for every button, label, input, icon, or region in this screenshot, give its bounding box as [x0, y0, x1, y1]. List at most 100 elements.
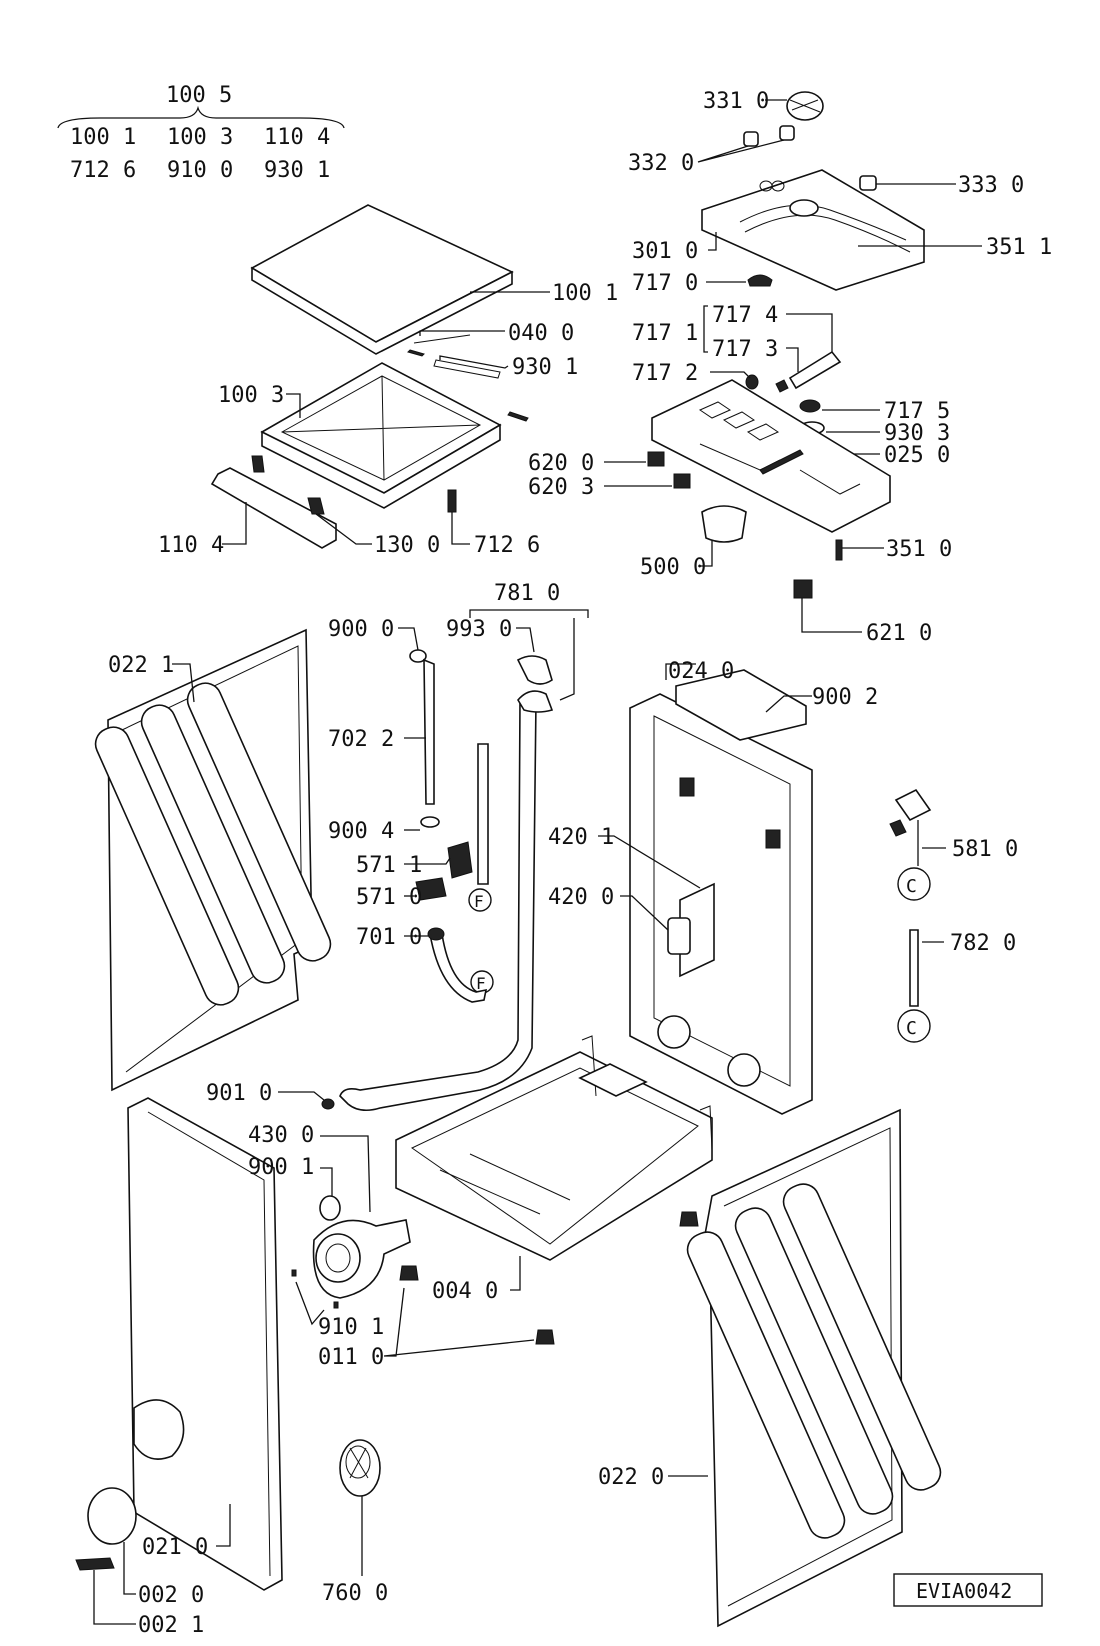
- top-frame-edge: [261, 423, 501, 509]
- push-button-a: [743, 131, 759, 147]
- panel-rib-e: [734, 1207, 894, 1515]
- label-7170: 717 0: [632, 271, 698, 296]
- label-0110: 011 0: [318, 1345, 384, 1370]
- label-7810: 781 0: [494, 581, 560, 606]
- latch-part: [447, 489, 457, 513]
- label-6203: 620 3: [528, 475, 594, 500]
- front-strip-part: [210, 467, 337, 549]
- drain-hose-7810: [339, 699, 537, 1112]
- part-7172: [745, 374, 759, 390]
- label-1005: 100 5: [166, 83, 232, 108]
- connector-6203: [673, 473, 691, 489]
- label-7010: 701 0: [356, 925, 422, 950]
- push-button-c: [859, 175, 877, 191]
- power-plug-5810: [894, 788, 932, 822]
- connector-f-upper-text: F: [474, 892, 484, 911]
- label-1104: 110 4: [158, 533, 224, 558]
- label-1003-kit: 100 3: [167, 125, 233, 150]
- foot-a: [399, 1265, 419, 1281]
- diagram-code-box: [893, 1573, 1043, 1607]
- label-0221: 022 1: [108, 653, 174, 678]
- label-1001-kit: 100 1: [70, 125, 136, 150]
- label-3010: 301 0: [632, 239, 698, 264]
- push-button-b: [779, 125, 795, 141]
- label-3510: 351 0: [886, 537, 952, 562]
- label-0250: 025 0: [884, 443, 950, 468]
- connector-c-upper-text: C: [906, 876, 917, 897]
- label-7600: 760 0: [322, 1581, 388, 1606]
- label-7820: 782 0: [950, 931, 1016, 956]
- connector-6210: [793, 579, 813, 599]
- front-panel-assembly: 021 0 002 0 002 1: [75, 1097, 283, 1638]
- label-0040: 004 0: [432, 1279, 498, 1304]
- clip-0021: [75, 1557, 115, 1571]
- diagram-code-badge: EVIA0042: [893, 1573, 1043, 1607]
- label-3330: 333 0: [958, 173, 1024, 198]
- panel-rib-d: [686, 1231, 846, 1539]
- label-4200: 420 0: [548, 885, 614, 910]
- label-9002: 900 2: [812, 685, 878, 710]
- label-7126: 712 6: [474, 533, 540, 558]
- clamp-9004: [420, 816, 440, 828]
- right-side-panel: 022 0: [598, 1108, 942, 1628]
- label-1104-kit: 110 4: [264, 125, 330, 150]
- control-panel-body: [701, 169, 925, 291]
- rear-panel-0240: [629, 693, 813, 1115]
- panel-rib-c: [186, 682, 332, 962]
- electronics-board: [651, 379, 891, 533]
- label-1003: 100 3: [218, 383, 284, 408]
- foot-c: [535, 1329, 555, 1345]
- label-9004: 900 4: [328, 819, 394, 844]
- label-6210: 621 0: [866, 621, 932, 646]
- label-3511: 351 1: [986, 235, 1052, 260]
- left-side-panel: 022 1: [94, 628, 332, 1092]
- label-9001: 900 1: [248, 1155, 314, 1180]
- part-3510: [835, 539, 843, 561]
- part-7175: [799, 399, 821, 413]
- label-9010: 901 0: [206, 1081, 272, 1106]
- label-0220: 022 0: [598, 1465, 664, 1490]
- hose-7022: [423, 658, 435, 805]
- label-0210: 021 0: [142, 1535, 208, 1560]
- label-0020: 002 0: [138, 1583, 204, 1608]
- hose-7010: [429, 933, 488, 1003]
- label-9303: 930 3: [884, 421, 950, 446]
- hinge-part: [307, 497, 325, 515]
- label-9101: 910 1: [318, 1315, 384, 1340]
- top-lid-edge: [251, 266, 513, 355]
- part-5000: [701, 505, 747, 543]
- panel-rib-f: [782, 1183, 942, 1491]
- label-6200: 620 0: [528, 451, 594, 476]
- filter-group: 760 0: [322, 1439, 388, 1606]
- label-1300: 130 0: [374, 533, 440, 558]
- label-7126-kit: 712 6: [70, 158, 136, 183]
- top-lid-assembly: 100 1 040 0 930 1 100 3 110 4 130 0 712 …: [158, 204, 618, 558]
- kit-brace: [57, 105, 345, 129]
- label-1001: 100 1: [552, 281, 618, 306]
- clamp-9000: [409, 649, 427, 663]
- connector-marker-f-upper: [468, 888, 492, 912]
- control-panel-assembly: 331 0 332 0 333 0 301 0 351 1 717 0 717 …: [528, 89, 1052, 646]
- power-cord-group: 581 0 C 782 0 C: [889, 788, 1018, 1043]
- label-0021: 002 1: [138, 1613, 204, 1638]
- connector-f-lower-text: F: [476, 974, 486, 993]
- part-9010: [321, 1098, 335, 1110]
- label-7173: 717 3: [712, 337, 778, 362]
- base-frame-0040: [395, 1051, 713, 1261]
- label-0240: 024 0: [668, 659, 734, 684]
- panel-rib-a: [94, 726, 240, 1006]
- part-9930: [516, 655, 553, 685]
- label-7172: 717 2: [632, 361, 698, 386]
- label-5711: 571 1: [356, 853, 422, 878]
- connector-marker-c-upper: [897, 867, 931, 901]
- label-9100: 910 0: [167, 158, 233, 183]
- label-7175: 717 5: [884, 399, 950, 424]
- flap-0020: [87, 1487, 137, 1545]
- foot-b: [679, 1211, 699, 1227]
- part-7170: [747, 274, 773, 287]
- filter-7600: [339, 1439, 381, 1497]
- connector-c-lower-text: C: [906, 1018, 917, 1039]
- label-4201: 420 1: [548, 825, 614, 850]
- connector-6200: [647, 451, 665, 467]
